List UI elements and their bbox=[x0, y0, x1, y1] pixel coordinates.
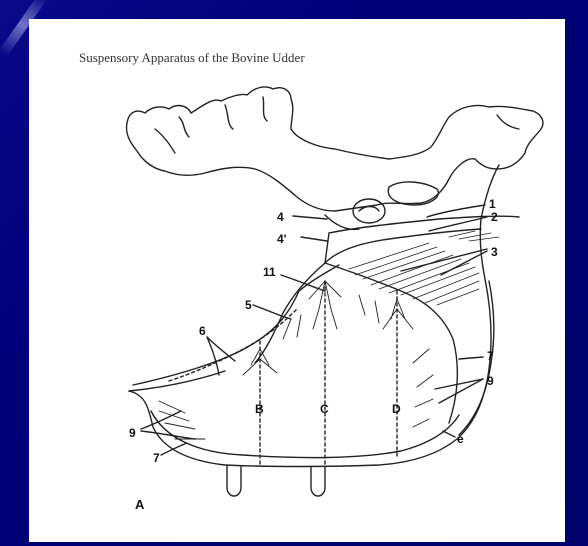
label-4: 4 bbox=[277, 210, 284, 224]
label-5: 5 bbox=[245, 298, 252, 312]
label-6: 6 bbox=[199, 324, 206, 338]
udder-diagram: 1 2 3 4 4' 11 5 6 7 9 9 7 B C D e A bbox=[29, 19, 565, 542]
label-3: 3 bbox=[491, 245, 498, 259]
diagram-page: Suspensory Apparatus of the Bovine Udder bbox=[29, 19, 565, 542]
pelvic-symphysis bbox=[353, 199, 385, 223]
label-e: e bbox=[457, 432, 464, 446]
obturator-foramen bbox=[388, 182, 438, 205]
teat-right bbox=[311, 467, 325, 496]
teat-left bbox=[227, 465, 241, 496]
label-c: C bbox=[320, 402, 329, 416]
label-11: 11 bbox=[263, 265, 276, 279]
label-9-right: 9 bbox=[487, 374, 494, 388]
udder-outer-outline bbox=[133, 265, 339, 385]
label-9-left: 9 bbox=[129, 426, 136, 440]
label-4-prime: 4' bbox=[277, 232, 287, 246]
lamina-dashed-line bbox=[169, 309, 297, 381]
figure-label: A bbox=[135, 497, 145, 512]
label-2: 2 bbox=[491, 210, 498, 224]
label-7-right: 7 bbox=[487, 349, 494, 363]
label-1: 1 bbox=[489, 197, 496, 211]
pelvic-bone bbox=[126, 87, 542, 211]
label-b: B bbox=[255, 402, 264, 416]
label-7-left: 7 bbox=[153, 451, 160, 465]
label-d: D bbox=[392, 402, 401, 416]
